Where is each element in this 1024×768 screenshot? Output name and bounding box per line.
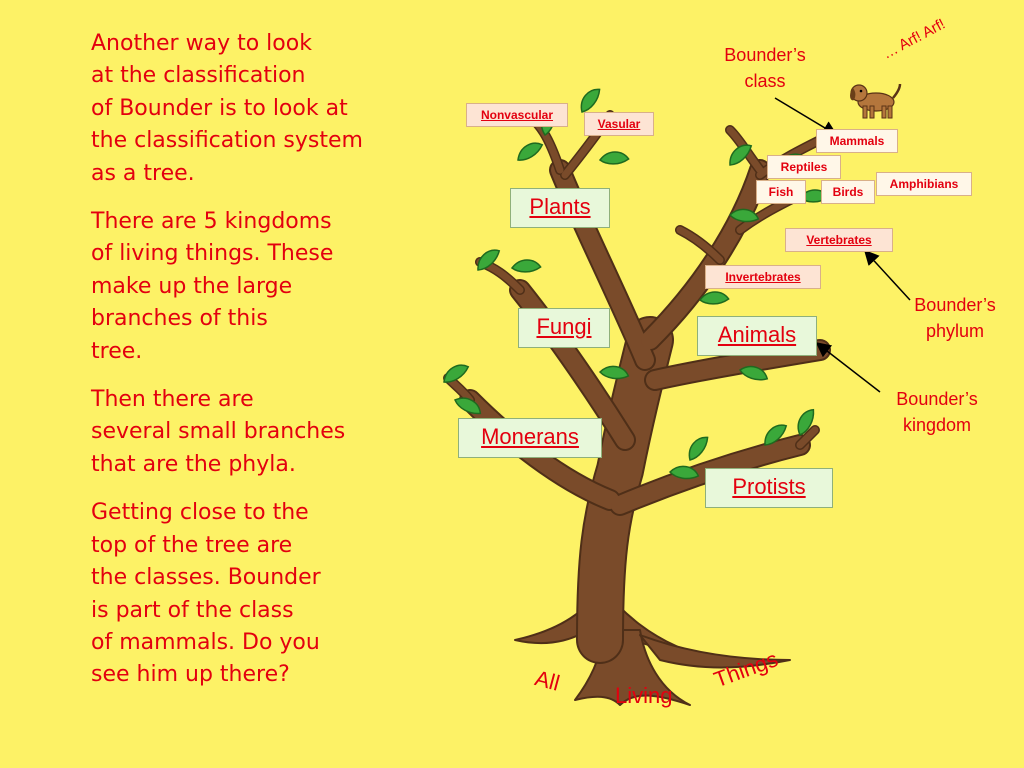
text-line: top of the tree are — [91, 532, 293, 558]
annotation-line: Bounder’s — [724, 45, 806, 65]
annotation-phylum: Bounder’s phylum — [895, 292, 1015, 344]
annotation-line: phylum — [925, 321, 985, 341]
kingdom-plants-box[interactable]: Plants — [510, 188, 610, 228]
text-line: Another way to look — [91, 31, 312, 56]
kingdom-monerans-box[interactable]: Monerans — [458, 418, 602, 458]
label-reptiles[interactable]: Reptiles — [767, 155, 841, 179]
label-vasular[interactable]: Vasular — [584, 112, 654, 136]
text-line: There are 5 kingdoms — [91, 209, 332, 235]
text-line: several small branches — [91, 419, 346, 445]
label-vertebrates[interactable]: Vertebrates — [785, 228, 893, 252]
text-line: of living things. These — [91, 241, 334, 267]
kingdom-protists-box[interactable]: Protists — [705, 468, 833, 508]
label-nonvascular[interactable]: Nonvascular — [466, 103, 568, 127]
text-line: Then there are — [91, 387, 254, 413]
dog-icon — [850, 83, 902, 119]
text-line: the classes. Bounder — [91, 565, 321, 591]
base-word-living: Living — [615, 683, 673, 708]
text-line: at the classification — [91, 63, 306, 89]
text-line: make up the large — [91, 273, 293, 299]
text-line: Getting close to the — [91, 500, 309, 526]
annotation-line: kingdom — [902, 415, 972, 435]
label-invertebrates[interactable]: Invertebrates — [705, 265, 821, 289]
paragraph-3: Then there are several small branches th… — [91, 384, 421, 481]
annotation-line: Bounder’s — [896, 389, 978, 409]
annotation-kingdom: Bounder’s kingdom — [872, 386, 1002, 438]
label-amphibians[interactable]: Amphibians — [876, 172, 972, 196]
paragraph-1: Another way to look at the classificatio… — [91, 28, 421, 190]
text-line: the classification system — [91, 128, 363, 154]
text-line: is part of the class — [91, 597, 294, 623]
text-line: see him up there? — [91, 662, 290, 688]
label-mammals[interactable]: Mammals — [816, 129, 898, 153]
text-line: tree. — [91, 338, 143, 364]
paragraph-4: Getting close to the top of the tree are… — [91, 497, 421, 691]
explanation-text: Another way to look at the classificatio… — [91, 28, 421, 708]
label-fish[interactable]: Fish — [756, 180, 806, 204]
kingdom-animals-box[interactable]: Animals — [697, 316, 817, 356]
kingdom-fungi-box[interactable]: Fungi — [518, 308, 610, 348]
text-line: as a tree. — [91, 160, 195, 186]
text-line: of Bounder is to look at — [91, 95, 348, 121]
text-line: that are the phyla. — [91, 451, 296, 477]
annotation-line: Bounder’s — [914, 295, 996, 315]
text-line: of mammals. Do you — [91, 629, 320, 655]
text-line: branches of this — [91, 306, 268, 332]
paragraph-2: There are 5 kingdoms of living things. T… — [91, 206, 421, 368]
annotation-class: Bounder’s class — [705, 42, 825, 94]
annotation-line: class — [744, 71, 786, 91]
arrow-icon — [774, 97, 911, 393]
label-birds[interactable]: Birds — [821, 180, 875, 204]
